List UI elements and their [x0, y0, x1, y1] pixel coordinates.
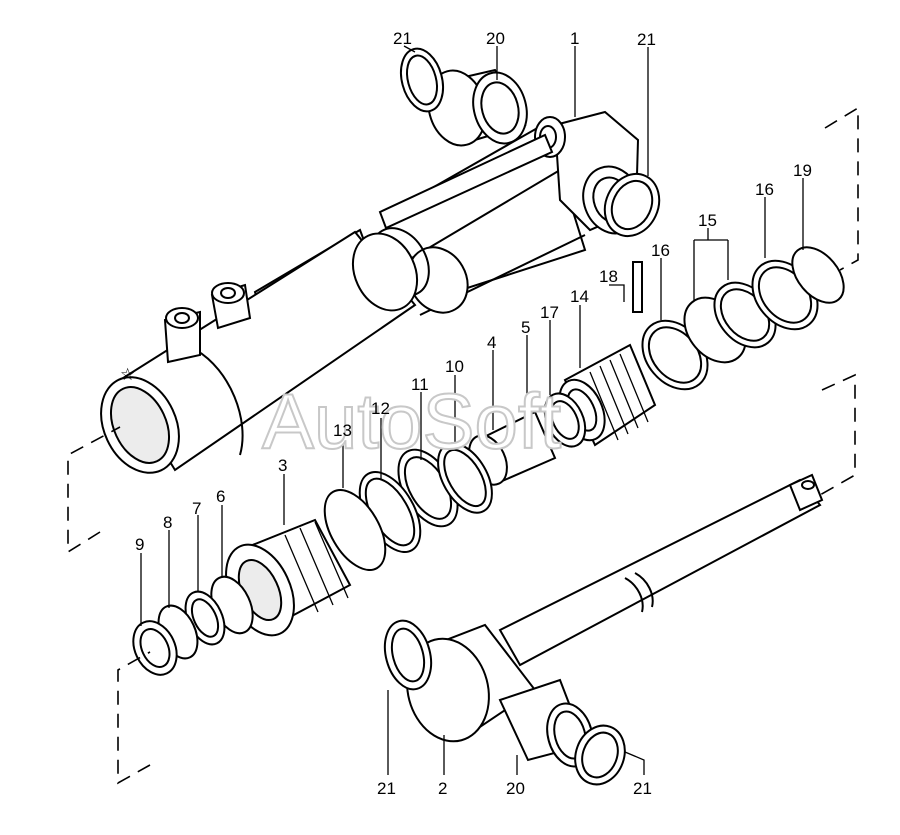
watermark: AutoSoft: [262, 377, 562, 465]
callout-12: 12: [371, 399, 390, 418]
dashed-centerlines: [67, 106, 859, 785]
callout-16-right: 16: [755, 180, 774, 199]
pin-18: [632, 261, 643, 313]
callout-3: 3: [278, 456, 287, 475]
callout-7: 7: [192, 499, 201, 518]
piston-rings-right: [641, 246, 845, 391]
callout-13: 13: [333, 421, 352, 440]
callout-6: 6: [216, 487, 225, 506]
callout-19: 19: [793, 161, 812, 180]
callout-20-top: 20: [486, 29, 505, 48]
callout-14: 14: [570, 287, 589, 306]
seal-ring-21-top-right: [603, 172, 661, 238]
callout-8: 8: [163, 513, 172, 532]
callout-labels: 21 20 1 21 19 16 15 16 18 14 17 5 4 10 1…: [135, 29, 812, 798]
seal-ring-21-bottom-right: [574, 724, 626, 786]
rod-seals-left: [132, 575, 254, 676]
middle-seals: [323, 392, 587, 571]
svg-text:☆: ☆: [120, 365, 135, 384]
callout-16-left: 16: [651, 241, 670, 260]
callout-2: 2: [438, 779, 447, 798]
callout-21-bottom-left: 21: [377, 779, 396, 798]
callout-17: 17: [540, 303, 559, 322]
callout-18: 18: [599, 267, 618, 286]
leader-lines: [140, 45, 804, 775]
callout-20-bottom: 20: [506, 779, 525, 798]
callout-15: 15: [698, 211, 717, 230]
callout-1: 1: [570, 29, 579, 48]
callout-21-top-left: 21: [393, 29, 412, 48]
seal-ring-21-top-left: [399, 47, 445, 113]
callout-21-bottom-right: 21: [633, 779, 652, 798]
callout-5: 5: [521, 318, 530, 337]
callout-9: 9: [135, 535, 144, 554]
callout-11: 11: [411, 375, 429, 394]
seal-ring-21-bottom-left: [383, 619, 433, 691]
callout-4: 4: [487, 333, 496, 352]
callout-21-top-right: 21: [637, 30, 656, 49]
callout-10: 10: [445, 357, 464, 376]
